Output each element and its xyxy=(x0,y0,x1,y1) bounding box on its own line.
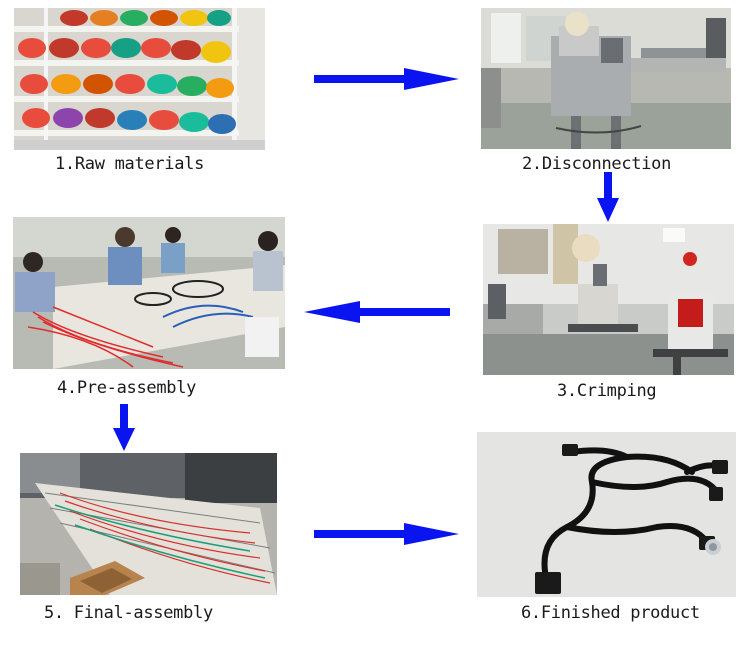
pre-assembly-photo xyxy=(13,217,285,369)
step-3-caption: 3.Crimping xyxy=(557,381,657,401)
arrow-down-icon xyxy=(113,404,135,451)
raw-materials-photo xyxy=(14,8,265,150)
disconnection-photo xyxy=(481,8,731,149)
arrow-down-icon xyxy=(597,172,619,222)
step-1-caption: 1.Raw materials xyxy=(55,154,205,174)
finished-product-photo xyxy=(477,432,736,597)
step-2-caption: 2.Disconnection xyxy=(522,154,672,174)
step-5-caption: 5. Final-assembly xyxy=(44,603,213,623)
step-4-caption: 4.Pre-assembly xyxy=(57,378,197,398)
arrow-left-icon xyxy=(304,301,450,323)
arrow-right-icon xyxy=(314,523,459,545)
arrow-right-icon xyxy=(314,68,459,90)
step-6-caption: 6.Finished product xyxy=(521,603,700,623)
crimping-photo xyxy=(483,224,734,375)
final-assembly-photo xyxy=(20,453,277,595)
